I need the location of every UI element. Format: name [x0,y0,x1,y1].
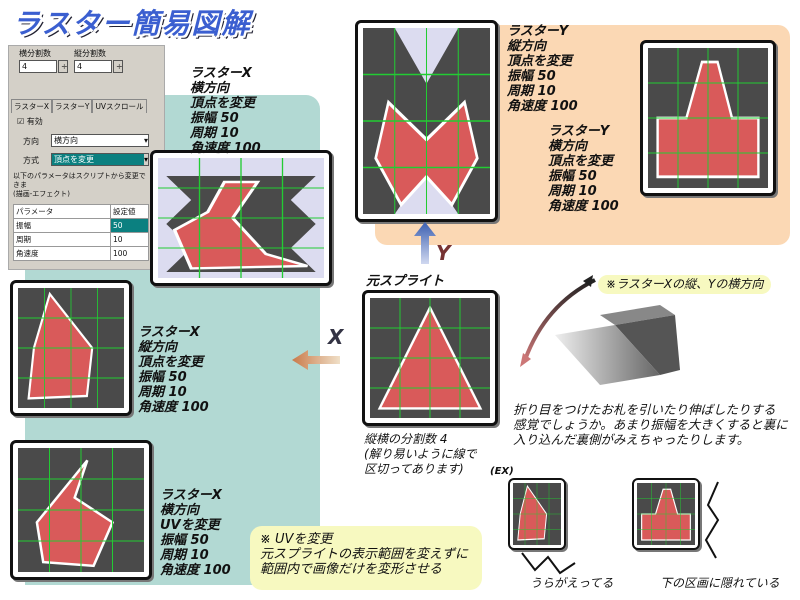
param-name: 周期 [13,232,111,247]
direction-label: 方向 [23,137,39,146]
uv-note: ※ UVを変更 元スプライトの表示範囲を変えずに 範囲内で画像だけを変形させる [250,526,482,590]
header-parameter: パラメータ [13,204,111,219]
parameter-note: 以下のパラメータはスクリプトから変更できま (描画-エフェクト) [13,172,146,198]
param-value[interactable]: 50 [110,218,149,233]
tab-raster-x[interactable]: ラスターX [11,99,52,113]
sprite-raster-x-horizontal [150,150,332,286]
method-label: 方式 [23,156,39,165]
original-sprite [362,290,498,426]
sprite-raster-x-vertical [10,280,132,416]
v-div-input[interactable]: 4 [74,60,112,73]
note-raster-x-horizontal-uv: ラスターX 横方向 UVを変更 振幅 50 周期 10 角速度 100 [160,488,231,578]
sprite-raster-y-vertical [355,20,498,222]
sprite-image [158,158,324,278]
tab-uv-scroll[interactable]: UVスクロール [92,99,147,113]
sprite-image [648,48,768,188]
sprite-image [18,448,144,572]
param-value[interactable]: 10 [110,232,149,247]
param-name: 振幅 [13,218,111,233]
axis-y-label: Y [436,241,451,265]
tab-raster-y[interactable]: ラスターY [52,99,93,113]
method-select[interactable]: 頂点を変更 ▾ [51,153,149,166]
sprite-image [363,28,490,214]
note-raster-y-horizontal-vertex: ラスターY 横方向 頂点を変更 振幅 50 周期 10 角速度 100 [548,124,619,214]
direction-value: 横方向 [54,136,78,145]
page-title: ラスター簡易図解 [12,7,252,40]
header-value: 設定値 [110,204,149,219]
direction-note: ※ラスターXの縦、Yの横方向 [598,275,772,294]
enabled-label: 有効 [26,117,43,126]
param-value[interactable]: 100 [110,246,149,261]
sprite-image [513,483,561,545]
example-flipped [508,478,566,550]
chevron-down-icon: ▾ [143,154,148,165]
example-hidden [632,478,700,550]
settings-panel: 横分割数 縦分割数 4 ÷ 4 ÷ ラスターX ラスターY UVスクロール ☑ … [8,45,165,270]
caption-flipped: うらがえってる [530,576,614,590]
chevron-down-icon: ▾ [143,136,148,145]
sprite-image [637,483,695,545]
h-div-spinner[interactable]: ÷ [58,60,68,73]
h-div-input[interactable]: 4 [19,60,57,73]
sprite-image [18,288,124,408]
division-note: 縦横の分割数 4 (解り易いように線で 区切ってあります) [364,432,477,476]
ex-label: (EX) [490,466,514,477]
method-value: 頂点を変更 [54,155,94,164]
sprite-raster-y-horizontal [640,40,776,196]
zigzag-mark [704,481,720,559]
sprite-raster-x-uv [10,440,152,580]
zigzag-mark [521,552,576,575]
h-div-label: 横分割数 [19,49,51,58]
x-arrow-icon [292,350,340,370]
sprite-image [370,298,490,418]
caption-hidden: 下の区画に隠れている [660,576,780,590]
y-arrow-icon [414,222,436,264]
v-div-spinner[interactable]: ÷ [113,60,123,73]
v-div-label: 縦分割数 [74,49,106,58]
direction-select[interactable]: 横方向 ▾ [51,134,149,147]
fold-illustration [520,275,680,385]
fold-note: 折り目をつけたお札を引いたり伸ばしたりする 感覚でしょうか。あまり振幅を大きくす… [513,402,788,447]
param-name: 角速度 [13,246,111,261]
note-raster-x-horizontal-vertex: ラスターX 横方向 頂点を変更 振幅 50 周期 10 角速度 100 [190,66,261,156]
original-sprite-label: 元スプライト [366,274,445,289]
note-raster-y-vertical-vertex: ラスターY 縦方向 頂点を変更 振幅 50 周期 10 角速度 100 [507,24,578,114]
enabled-checkbox[interactable]: ☑ 有効 [17,117,43,126]
note-raster-x-vertical-vertex: ラスターX 縦方向 頂点を変更 振幅 50 周期 10 角速度 100 [138,325,209,415]
axis-x-label: X [328,325,344,349]
